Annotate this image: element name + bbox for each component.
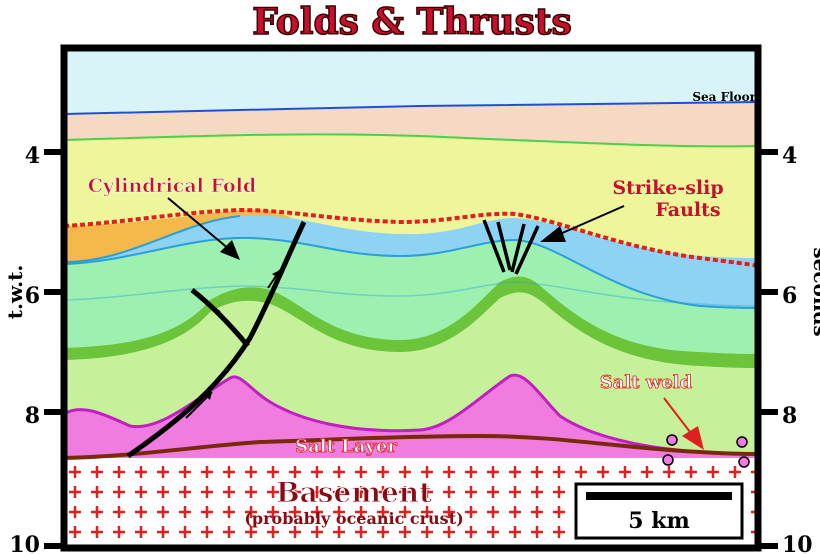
strike-slip-arrow <box>559 205 625 235</box>
salt-weld-dot <box>738 456 750 468</box>
strike-slip-label-2: Faults <box>655 199 720 221</box>
strike-slip-fault-1 <box>482 219 506 273</box>
salt-top-line <box>64 373 701 454</box>
salt-weld-arrow <box>663 397 691 433</box>
right-tick-4: 4 <box>782 143 797 169</box>
right-axis-label: seconds <box>809 247 820 336</box>
left-tick-8: 8 <box>25 403 40 429</box>
basement-sublabel: (probably oceanic crust) <box>244 509 463 528</box>
salt-weld-dot <box>736 436 748 448</box>
thrust-arrow-3 <box>203 299 221 313</box>
sea-floor-line <box>64 101 758 115</box>
right-tick-10: 10 <box>782 532 813 554</box>
salt-layer-label: Salt Layer <box>295 436 397 457</box>
left-tick-4: 4 <box>25 143 40 169</box>
right-tick-6: 6 <box>782 283 797 309</box>
salt-weld-label: Salt weld <box>600 372 693 393</box>
mint-bottom-line <box>64 281 758 307</box>
strike-slip-fault-3 <box>510 223 526 273</box>
left-tick-10: 10 <box>9 532 40 554</box>
left-axis <box>44 149 64 549</box>
main-thrust-fault <box>126 220 307 459</box>
basement-label: Basement <box>276 476 432 509</box>
cylindrical-fold-arrowhead <box>220 240 240 260</box>
left-tick-6: 6 <box>25 283 40 309</box>
section-frame <box>60 44 762 552</box>
diagram-title: Folds & Thrusts <box>252 1 572 43</box>
cylindrical-fold-label: Cylindrical Fold <box>88 175 256 197</box>
strike-slip-fault-2 <box>496 221 512 271</box>
salt-layer <box>64 375 758 470</box>
left-axis-label: t.w.t. <box>3 265 27 320</box>
back-thrust-fault <box>190 288 250 348</box>
salt-weld-arrowhead <box>682 426 704 450</box>
strike-slip-arrowhead <box>540 226 566 242</box>
salt-weld-dot <box>662 454 674 466</box>
salt-weld-dot <box>666 434 678 446</box>
right-axis <box>758 149 778 549</box>
thrust-arrow-2-head <box>272 270 280 278</box>
scale-label: 5 km <box>628 508 690 534</box>
thrust-arrow-1-head <box>204 392 212 400</box>
sea-floor-label: Sea Floor <box>692 90 756 104</box>
right-tick-8: 8 <box>782 403 797 429</box>
blue-top-line <box>64 215 241 263</box>
strike-slip-label-1: Strike-slip <box>612 177 723 199</box>
basement-top-line <box>64 433 758 460</box>
yellow-top-line <box>64 133 758 148</box>
cylindrical-fold-arrow <box>167 197 231 251</box>
strike-slip-fault-4 <box>514 225 540 275</box>
blue-bottom-line <box>64 236 758 309</box>
